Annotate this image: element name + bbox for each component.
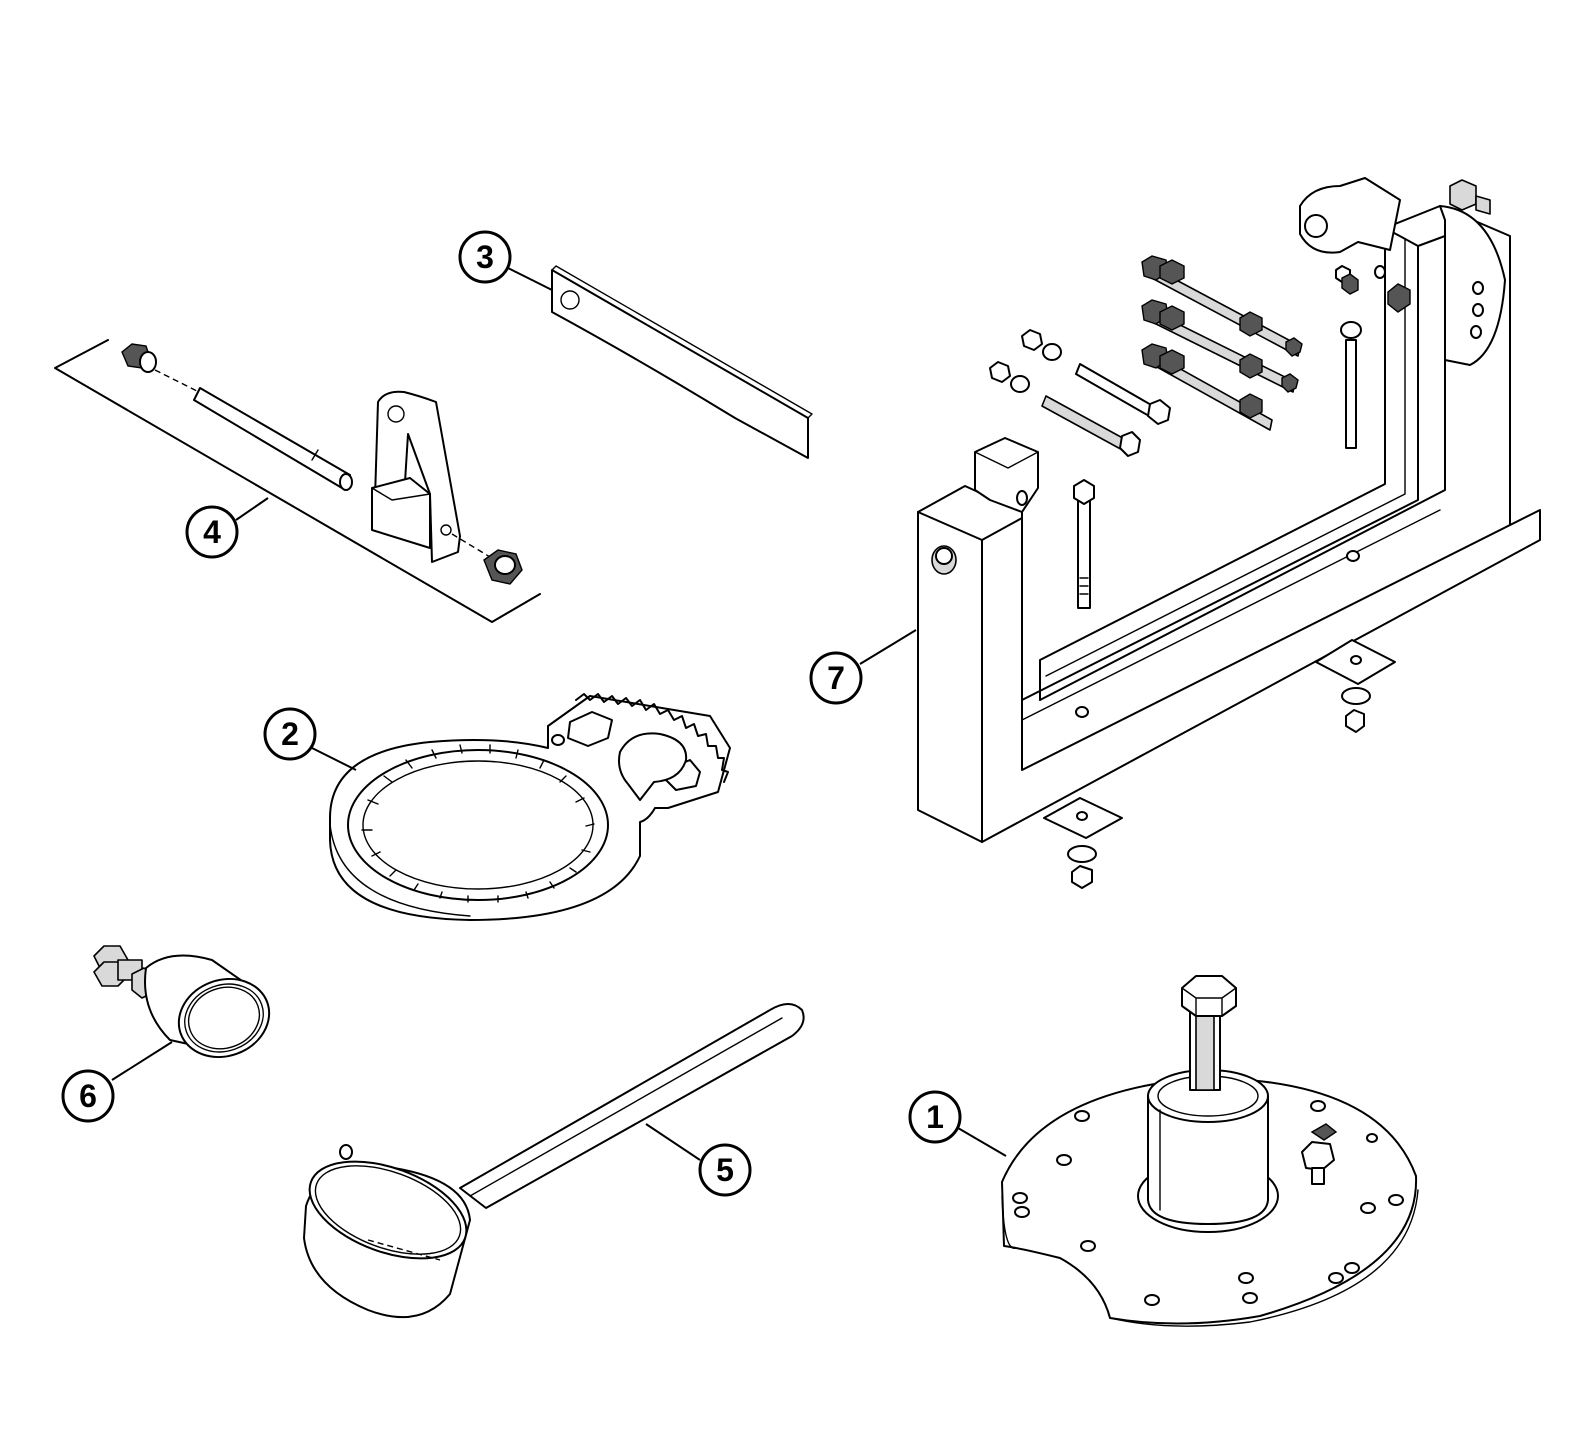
nut-icon bbox=[121, 343, 157, 373]
tool-5-cup-wrench bbox=[303, 1003, 805, 1319]
callout-7: 7 bbox=[809, 629, 917, 705]
tool-4-bracket-assembly bbox=[54, 339, 541, 623]
callout-4: 4 bbox=[185, 497, 269, 559]
callout-3-label: 3 bbox=[476, 239, 494, 275]
callout-5-label: 5 bbox=[716, 1152, 734, 1188]
callout-1: 1 bbox=[908, 1090, 1007, 1157]
callout-6: 6 bbox=[61, 1041, 173, 1123]
foot-plate bbox=[1043, 797, 1123, 889]
nut-icon bbox=[483, 549, 523, 585]
callout-2-label: 2 bbox=[281, 716, 299, 752]
callout-6-label: 6 bbox=[79, 1078, 97, 1114]
tool-1-plate-puller bbox=[1001, 975, 1419, 1327]
callout-4-label: 4 bbox=[203, 514, 221, 550]
callout-3: 3 bbox=[458, 230, 553, 291]
tool-2-ring-spanner bbox=[329, 693, 731, 921]
tool-3-flat-bar bbox=[551, 265, 813, 459]
callout-1-label: 1 bbox=[926, 1099, 944, 1135]
callout-2: 2 bbox=[263, 707, 357, 771]
bolt-set bbox=[989, 255, 1362, 609]
callout-7-label: 7 bbox=[827, 660, 845, 696]
callout-5: 5 bbox=[645, 1123, 752, 1197]
foot-plate bbox=[1315, 639, 1396, 733]
tool-7-holding-fixture bbox=[917, 177, 1541, 889]
tool-6-threaded-adapter bbox=[93, 945, 271, 1059]
